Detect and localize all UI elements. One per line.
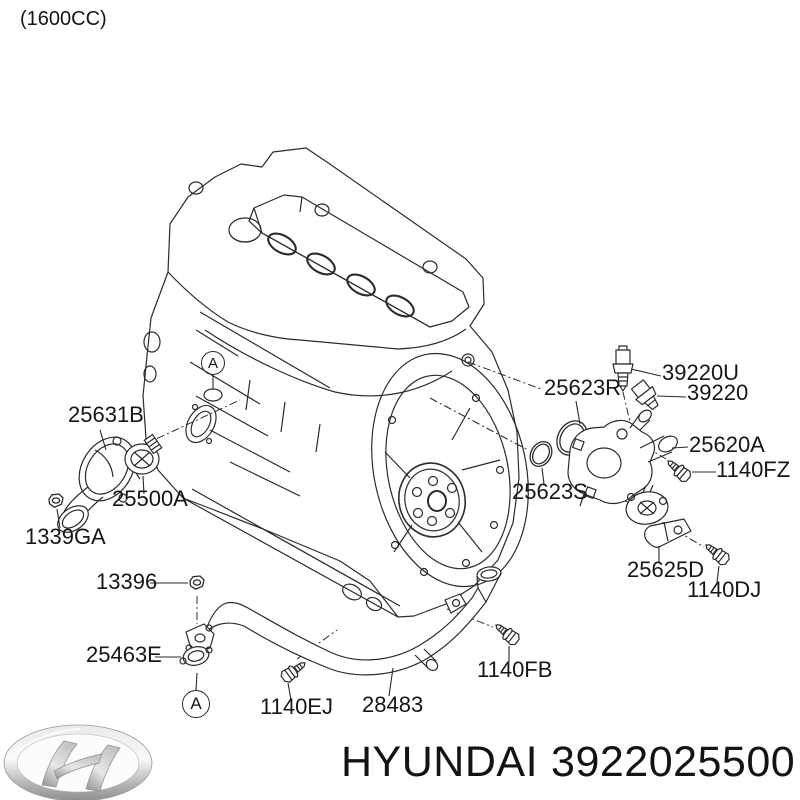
part-label-1140FZ: 1140FZ [716,457,791,482]
water-outlet-fitting-drawing [567,409,678,507]
sensor-39220-drawing [630,379,659,411]
thermostat-drawing [124,433,163,480]
part-number: 3922025500 [551,738,796,786]
part-label-25631B: 25631B [68,402,144,427]
oring-25623S-drawing [529,441,553,467]
part-label-25620A: 25620A [689,432,765,457]
part-label-1339GA: 1339GA [25,524,106,549]
water-inlet-housing-drawing [57,436,136,533]
bolt-1140DJ-drawing [701,539,732,568]
part-label-25625D: 25625D [627,557,705,582]
nut-1339GA-drawing [48,493,64,508]
detail-marker-a-top: A [201,351,225,375]
sensor-39220U-drawing [612,345,634,392]
part-label-1140EJ: 1140EJ [260,694,333,719]
bolt-1140FB-drawing [491,619,522,648]
coolant-pipe-drawing [185,566,502,676]
bolt-1140FZ-drawing [663,455,694,485]
part-label-1140FB: 1140FB [477,657,553,682]
part-label-28483: 28483 [362,692,424,717]
sub-thermostat-drawing [625,484,669,525]
part-label-13396: 13396 [96,569,158,594]
part-label-39220: 39220 [687,380,749,405]
engine-block-drawing [142,147,529,618]
bolt-1140EJ-drawing [278,657,310,685]
leader-lines [56,368,720,701]
part-label-1140DJ: 1140DJ [687,577,762,602]
part-label-39220U: 39220U [662,360,740,385]
part-label-25500A: 25500A [112,486,188,511]
gasket-drawing [179,646,213,666]
brand-name: HYUNDAI [341,738,539,786]
nut-13396-drawing [189,575,205,590]
engine-variant-label: (1600CC) [20,8,107,30]
part-label-25463E: 25463E [86,642,162,667]
bracket-drawing [644,518,692,549]
part-label-25623R: 25623R [544,375,622,400]
hyundai-logo [3,724,153,800]
part-label-25623S: 25623S [512,479,588,504]
detail-marker-a-bottom: A [182,690,210,718]
